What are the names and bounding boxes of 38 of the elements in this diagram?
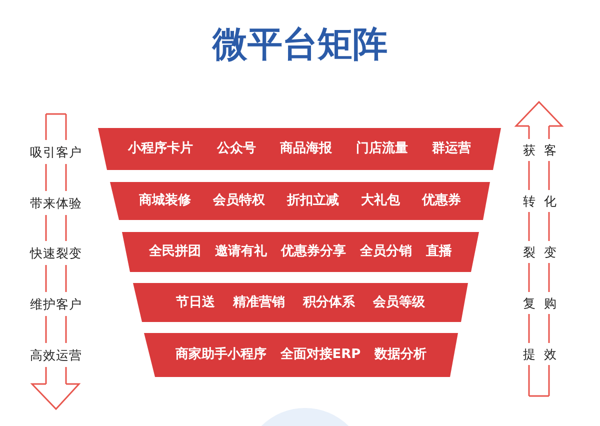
feature-label: 积分体系 <box>303 294 355 310</box>
feature-label: 折扣立减 <box>287 193 339 209</box>
feature-label: 公众号 <box>217 141 256 157</box>
feature-label: 群运营 <box>432 141 471 157</box>
funnel-band <box>110 182 490 220</box>
feature-label: 数据分析 <box>374 347 427 363</box>
feature-label: 全面对接ERP <box>280 347 361 363</box>
feature-label: 精准营销 <box>233 294 285 310</box>
goal-label: 转化 <box>523 194 565 208</box>
goal-label: 获客 <box>523 142 565 158</box>
goal-label: 提效 <box>523 346 565 362</box>
stage-label: 高效运营 <box>30 348 82 362</box>
funnel-band <box>122 232 479 272</box>
title: 微平台矩阵 <box>212 25 388 65</box>
funnel-band <box>98 128 501 170</box>
goal-label: 复购 <box>523 296 565 310</box>
feature-label: 邀请有礼 <box>215 244 267 260</box>
stage-label: 吸引客户 <box>30 144 82 160</box>
feature-label: 商城装修 <box>139 193 191 209</box>
stage-label: 带来体验 <box>30 196 82 210</box>
feature-label: 门店流量 <box>356 141 408 157</box>
feature-label: 小程序卡片 <box>128 141 193 157</box>
feature-label: 会员特权 <box>213 193 265 209</box>
feature-label: 全民拼团 <box>149 244 201 260</box>
feature-label: 会员等级 <box>373 294 425 310</box>
feature-label: 节日送 <box>176 294 215 310</box>
feature-label: 优惠券分享 <box>281 244 346 260</box>
funnel-band <box>133 283 468 322</box>
stage-label: 快速裂变 <box>30 246 82 260</box>
feature-label: 优惠券 <box>422 193 461 209</box>
goal-label: 裂变 <box>523 244 565 260</box>
funnel-band <box>144 333 458 377</box>
feature-label: 大礼包 <box>361 193 400 209</box>
stage-label: 维护客户 <box>30 296 82 312</box>
feature-label: 商品海报 <box>280 141 332 157</box>
feature-label: 直播 <box>426 244 452 260</box>
feature-label: 全员分销 <box>360 244 412 260</box>
feature-label: 商家助手小程序 <box>175 347 266 363</box>
